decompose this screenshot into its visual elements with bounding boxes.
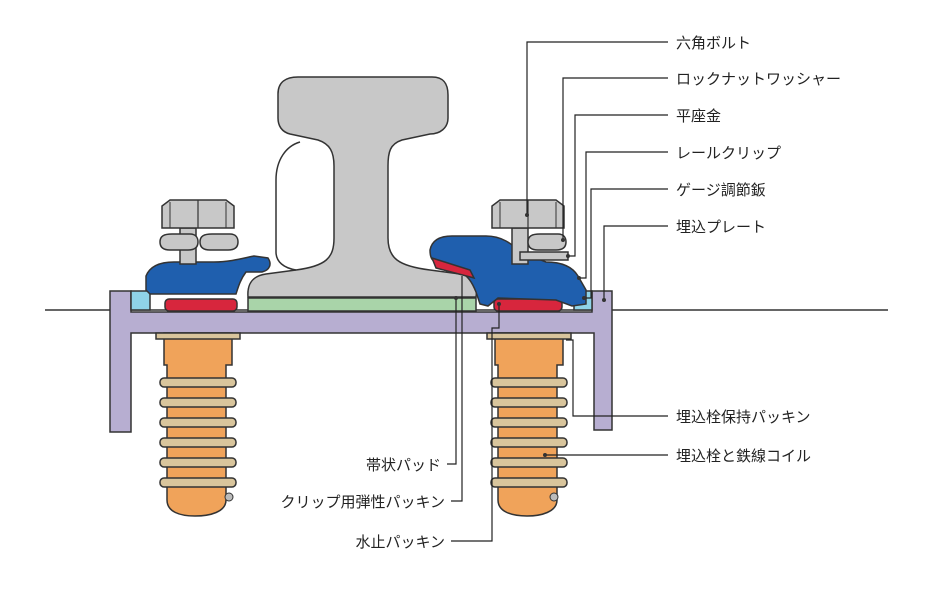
leader-dots — [224, 213, 606, 502]
anchor-flange-left — [155, 332, 241, 340]
rail-clip-left — [145, 255, 271, 295]
embedded-plate — [109, 290, 613, 433]
label-hex-bolt: 六角ボルト — [676, 34, 751, 52]
anchor-right — [490, 332, 568, 517]
label-clip-elastic-packing: クリップ用弾性パッキン — [280, 493, 445, 511]
label-rail-clip: レールクリップ — [676, 144, 781, 162]
label-flat-washer: 平座金 — [676, 107, 721, 125]
label-embedded-plate: 埋込プレート — [676, 218, 766, 236]
label-lock-nut-washer: ロックナットワッシャー — [676, 70, 841, 88]
label-waterproof-packing: 水止パッキン — [355, 533, 445, 551]
hex-bolt-left — [159, 199, 239, 265]
coil-right — [490, 377, 568, 488]
gauge-plate-left — [130, 290, 151, 311]
waterproof-packing-right — [493, 298, 563, 312]
anchor-left — [159, 332, 237, 517]
waterproof-packing-left — [164, 298, 238, 312]
coil-left — [159, 377, 237, 488]
rail — [247, 76, 478, 298]
flat-washer-right — [519, 251, 569, 261]
clip-elastic-packing — [430, 256, 476, 280]
label-gauge-plate: ゲージ調節鈑 — [676, 181, 766, 199]
label-anchor-packing: 埋込栓保持パッキン — [676, 408, 811, 426]
rail-web-shadow — [275, 141, 301, 271]
label-anchor-coil: 埋込栓と鉄線コイル — [676, 447, 811, 465]
strip-pad — [247, 297, 477, 312]
anchor-flange-right — [486, 332, 572, 340]
label-strip-pad: 帯状パッド — [366, 456, 441, 474]
leader-lines — [447, 41, 668, 542]
